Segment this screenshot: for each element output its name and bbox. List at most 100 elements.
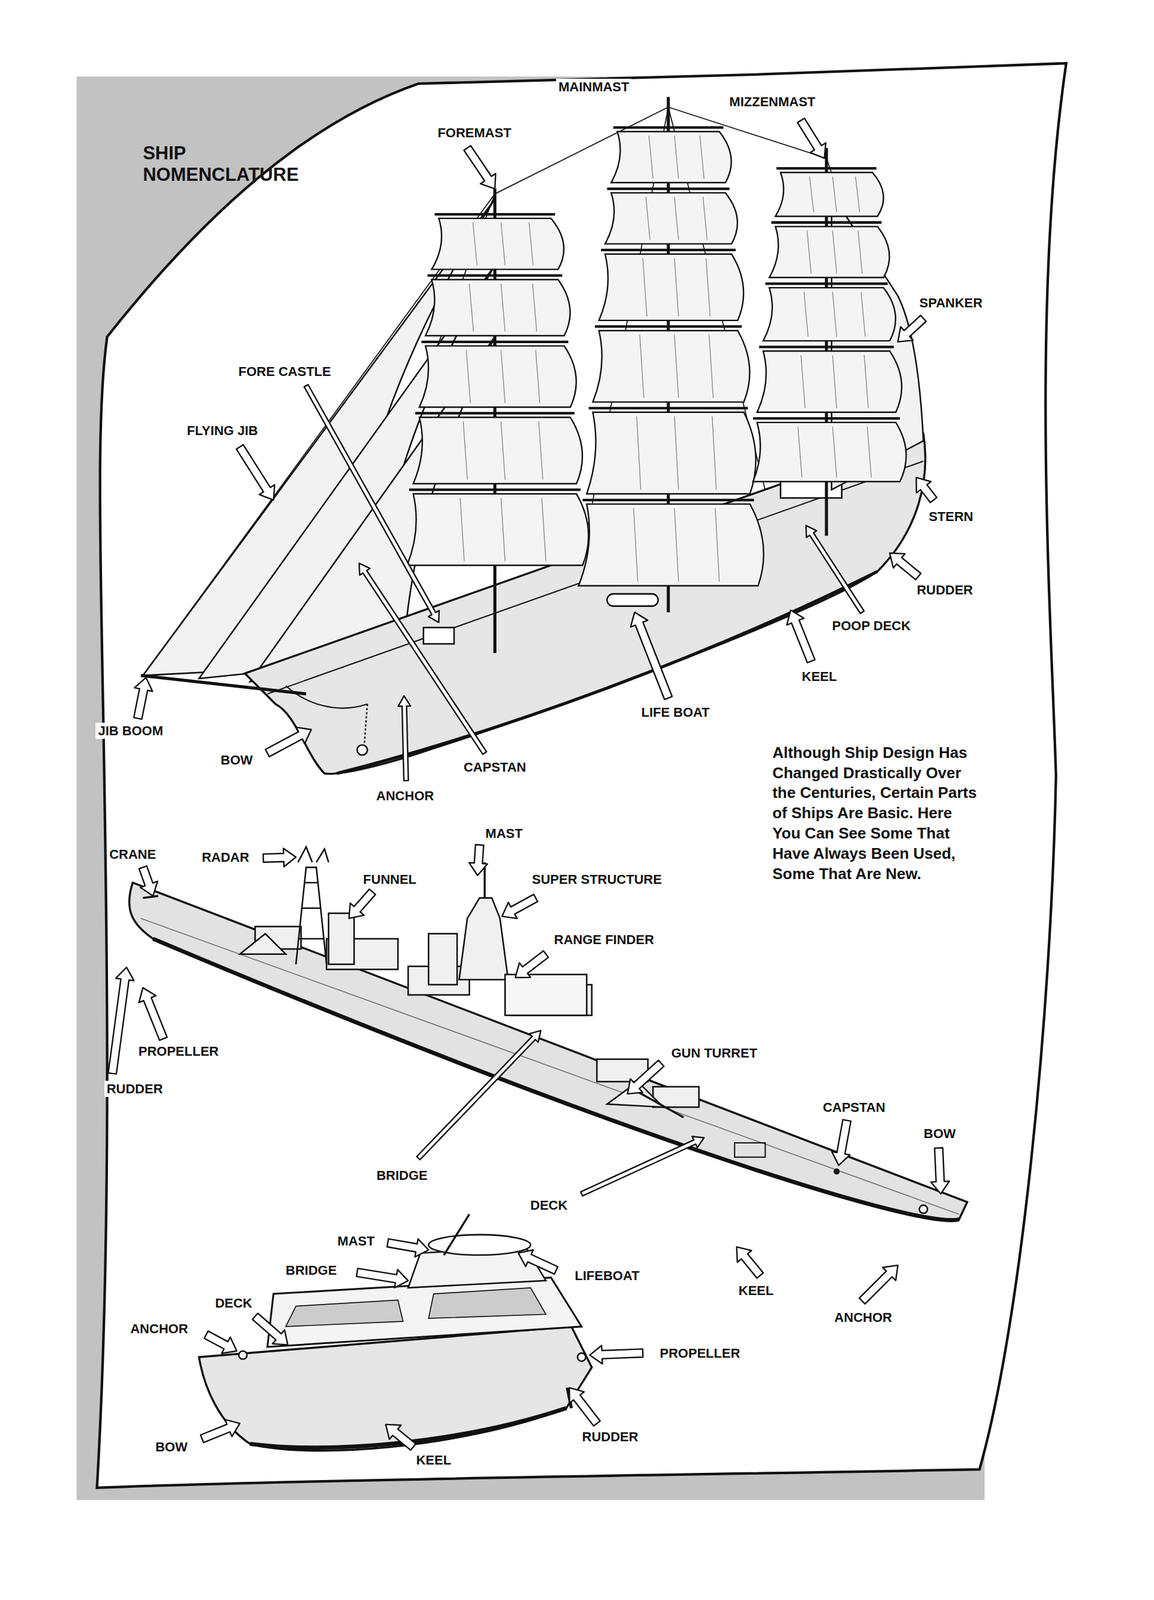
sail-hatch (466, 349, 471, 403)
jib-boom (140, 675, 307, 694)
sail-hatch (535, 349, 541, 403)
square-sail (406, 494, 589, 566)
part-label: FOREMAST (434, 124, 514, 141)
anchor-chain (364, 704, 368, 745)
part-label: PROPELLER (657, 1344, 743, 1362)
sail-hatch (649, 135, 654, 179)
funnel-shape (428, 933, 458, 984)
lattice-mast (295, 866, 327, 964)
part-label: LIFEBOAT (572, 1267, 642, 1284)
yard (421, 340, 569, 344)
yard (588, 406, 749, 410)
leader-arrow (736, 1246, 764, 1278)
hull (244, 433, 925, 774)
lifeboat (606, 593, 658, 607)
leader-arrow (265, 727, 312, 757)
part-label: MAST (335, 1232, 378, 1249)
sail-hatch (674, 258, 679, 317)
lifeboat (428, 1234, 531, 1255)
leader-arrow (108, 967, 134, 1075)
range-finder-block (504, 974, 587, 1015)
part-label: PROPELLER (136, 1043, 221, 1060)
leader-arrow (263, 848, 296, 867)
square-sail (599, 254, 744, 321)
sail-hatch (715, 507, 720, 582)
square-sail (425, 279, 570, 336)
square-sail (419, 346, 577, 408)
part-label: POOP DECK (829, 617, 914, 634)
leader-arrow (589, 1344, 643, 1364)
sail-hatch (633, 507, 638, 582)
leader-arrow (252, 1313, 288, 1345)
leader-arrow (204, 1330, 237, 1353)
sail-hatch (541, 497, 546, 561)
anchor-symbol (357, 744, 368, 755)
sail-hatch (803, 291, 808, 337)
square-sail (611, 131, 731, 183)
yard (434, 213, 555, 216)
sailing-ship (140, 96, 926, 774)
sail-hatch (858, 230, 863, 274)
leader-arrow (787, 609, 816, 663)
waterline (140, 918, 959, 1215)
part-label: DECK (528, 1196, 570, 1214)
sail-hatch (800, 355, 805, 409)
hull (199, 1326, 592, 1451)
leader-arrow (580, 1136, 705, 1196)
sail-hatch (532, 283, 538, 332)
part-label: FUNNEL (360, 871, 419, 888)
leader-arrow (930, 1147, 950, 1194)
sail-hatch (712, 416, 717, 490)
leader-arrow (385, 1424, 416, 1450)
leader-arrow (627, 1060, 665, 1094)
sail-hatch (473, 222, 478, 266)
leader-arrow (859, 1264, 899, 1304)
part-label: CRANE (106, 846, 159, 863)
square-sail (775, 172, 884, 217)
part-label: CAPSTAN (820, 1099, 888, 1116)
leader-arrow (916, 477, 937, 503)
leader-arrow (133, 677, 153, 720)
part-label: RUDDER (104, 1080, 166, 1097)
sail-hatch (674, 135, 679, 179)
leader-arrow (387, 1238, 430, 1257)
leader-arrow (464, 145, 496, 189)
square-sail (586, 412, 756, 495)
leader-arrow (416, 1030, 541, 1160)
part-label: BOW (152, 1438, 190, 1455)
part-label: CAPSTAN (461, 758, 529, 776)
sail-hatch (861, 291, 866, 337)
hull (129, 882, 968, 1220)
sail-hatch (645, 196, 650, 240)
gun-turret-shape (239, 933, 286, 954)
sail-hatch (866, 426, 872, 478)
sail-hatch (642, 258, 647, 317)
leader-arrow (349, 889, 376, 919)
sail-hatch (501, 349, 506, 403)
square-sail (753, 422, 907, 482)
keel-line (336, 571, 878, 774)
part-label: STERN (926, 508, 976, 525)
sail-hatch (501, 283, 506, 332)
part-label: SUPER STRUCTURE (529, 871, 665, 888)
hatch-grid (734, 1142, 765, 1157)
sail-hatch (501, 421, 506, 480)
part-label: LIFE BOAT (639, 704, 712, 721)
sail-hatch (529, 222, 534, 266)
sail-hatch (809, 176, 814, 213)
yard (415, 411, 575, 415)
yard (613, 126, 724, 129)
square-sail (605, 192, 738, 244)
part-label: BOW (921, 1125, 959, 1142)
part-label: ANCHOR (374, 787, 437, 804)
part-label: KEEL (736, 1282, 777, 1299)
yard (776, 167, 877, 170)
paper-sheet (97, 63, 1067, 1488)
yard (427, 274, 563, 277)
part-label: RADAR (199, 849, 252, 866)
yard (753, 417, 900, 420)
sail-hatch (864, 355, 869, 409)
sail-hatch (469, 283, 474, 332)
gun-barrel (637, 1091, 684, 1118)
